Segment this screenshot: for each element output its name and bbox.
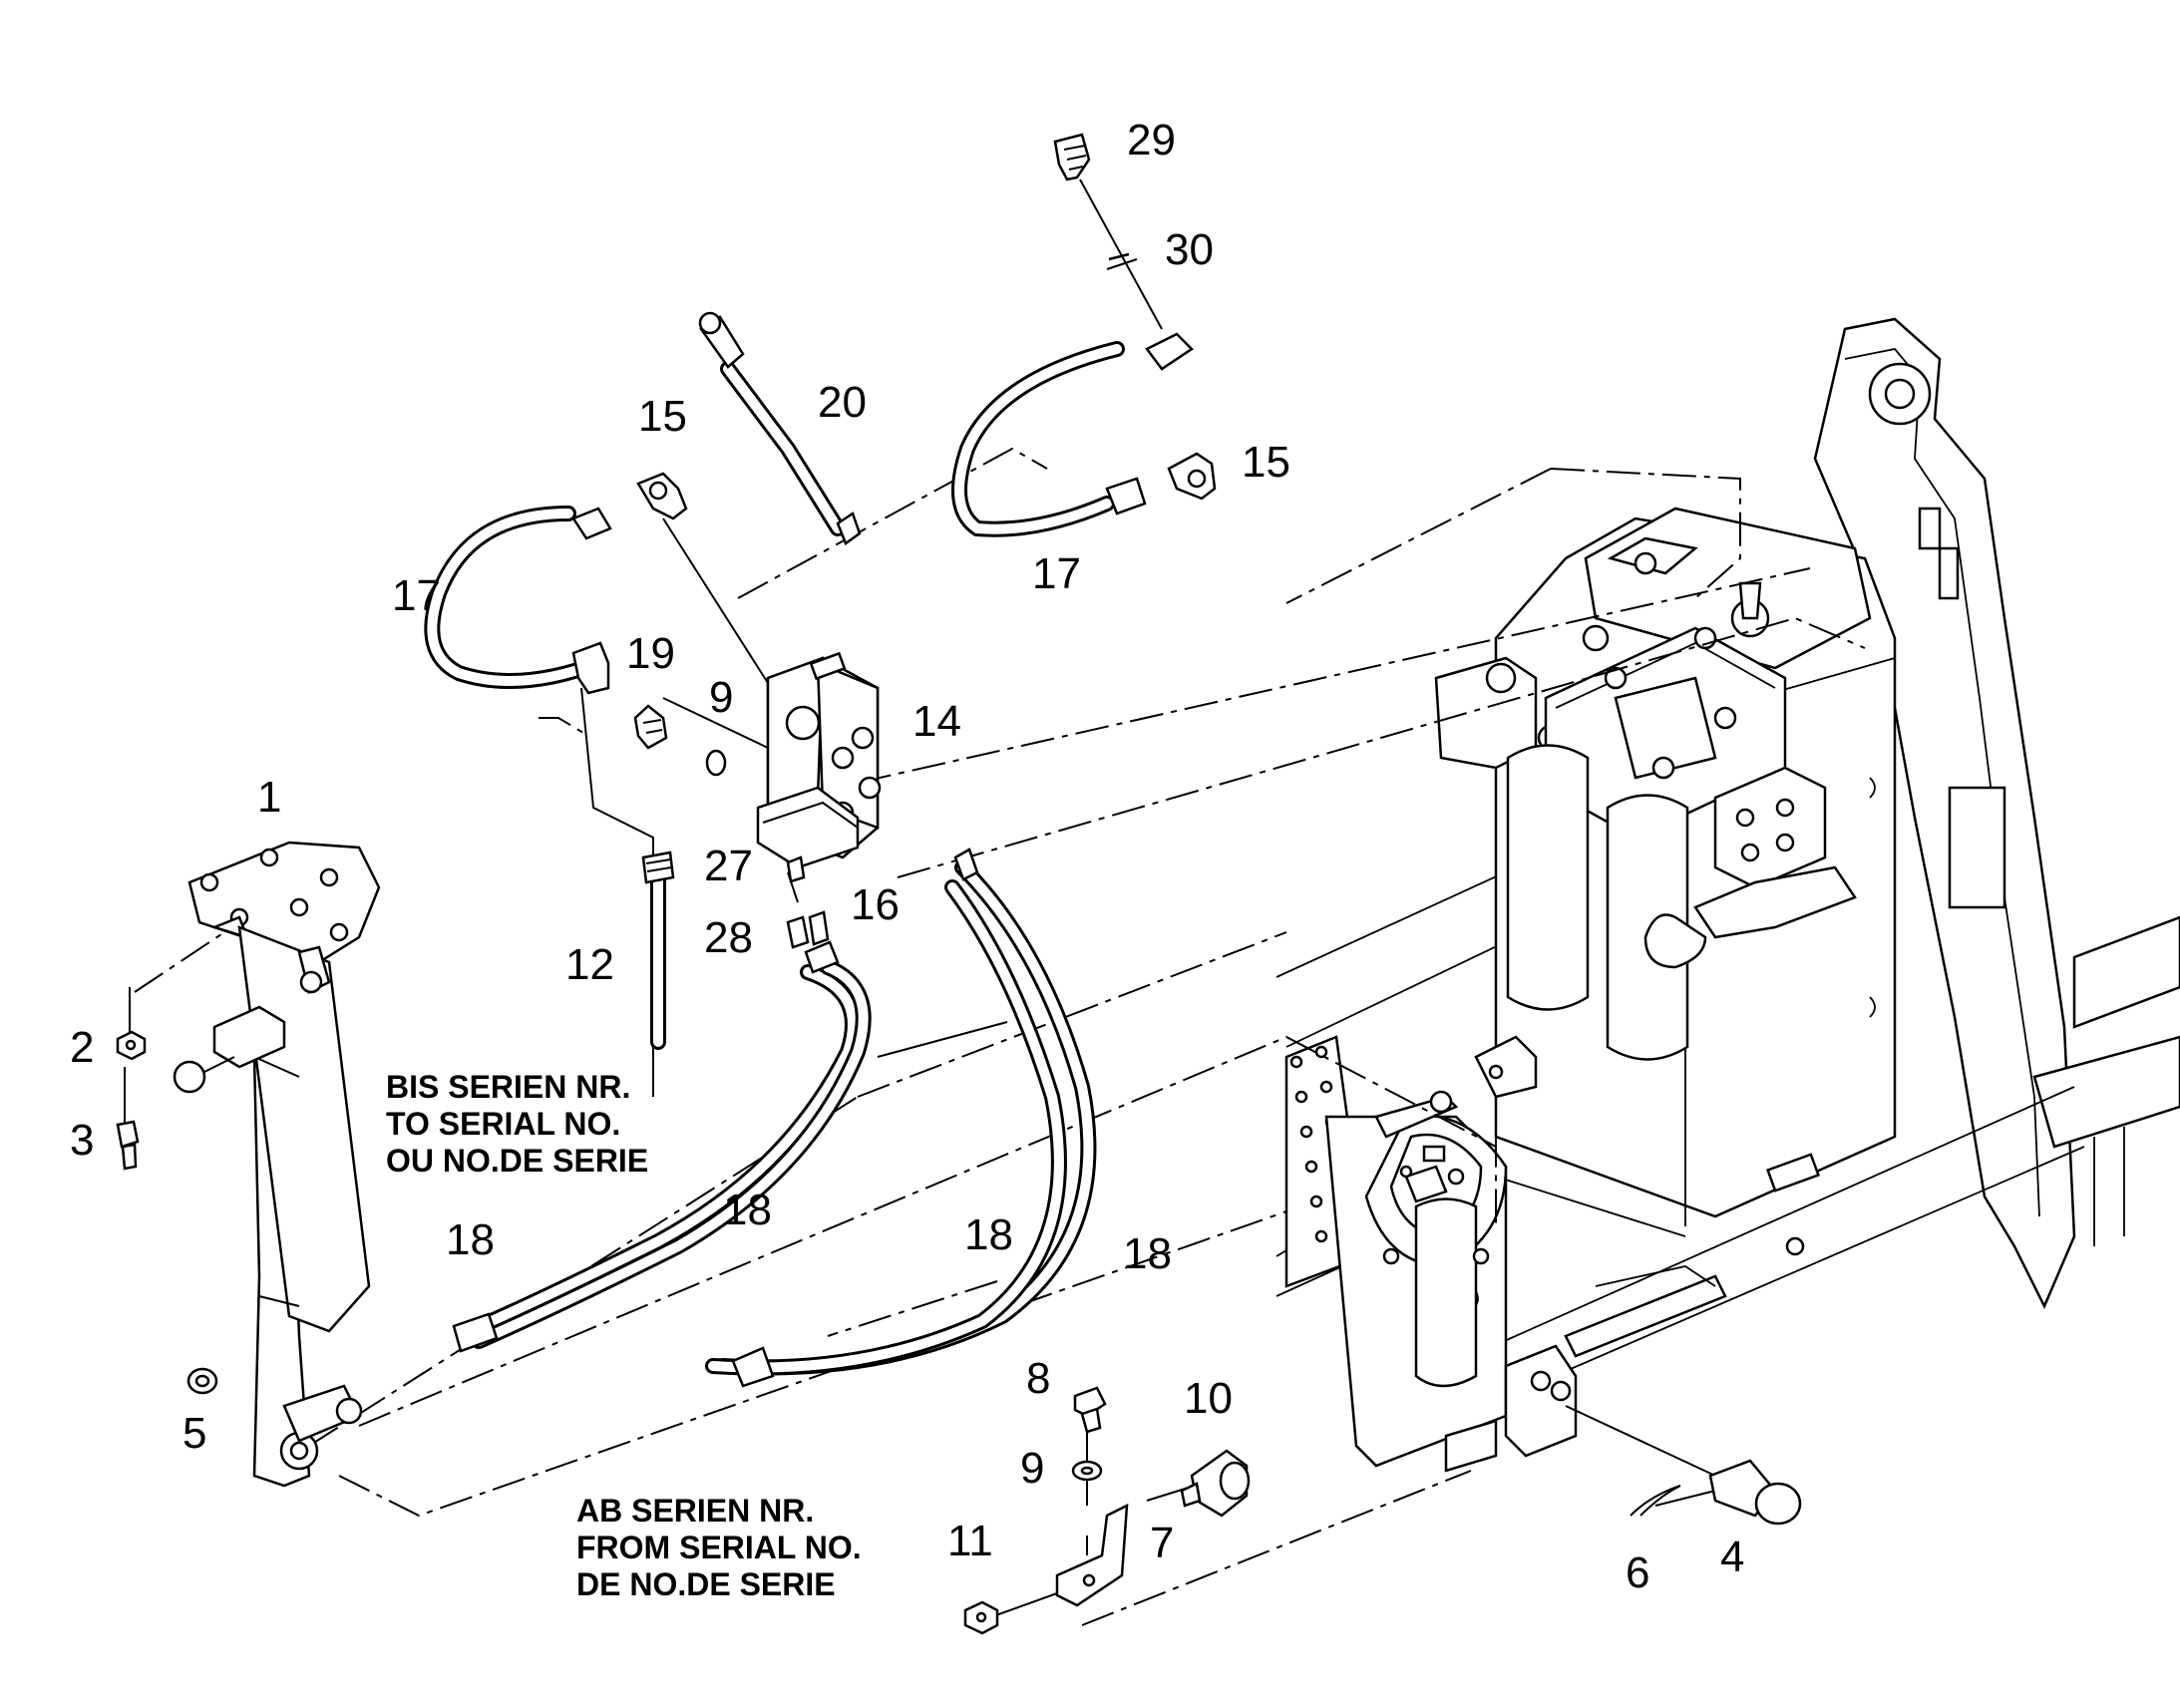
callout-1: 1 [257, 773, 281, 822]
note-to-serial-fr: OU NO.DE SERIE [386, 1143, 648, 1179]
callout-14: 14 [912, 697, 961, 746]
callout-18-c: 18 [964, 1210, 1013, 1259]
callout-17-left: 17 [392, 571, 441, 620]
note-from-serial-de: AB SERIEN NR. [576, 1493, 814, 1529]
callout-9-lower: 9 [1020, 1444, 1044, 1493]
callout-18-a: 18 [723, 1186, 772, 1234]
note-to-serial-de: BIS SERIEN NR. [386, 1069, 630, 1105]
callout-30: 30 [1165, 225, 1214, 274]
callout-15-left: 15 [638, 392, 687, 441]
callout-2: 2 [70, 1023, 94, 1072]
callout-labels: 29 30 20 15 15 17 17 19 9 14 1 27 16 28 … [70, 116, 1744, 1597]
parts [116, 133, 1802, 1635]
callout-20: 20 [818, 378, 867, 427]
callout-3: 3 [70, 1116, 94, 1165]
callout-9-upper: 9 [709, 673, 733, 722]
serial-note-to: BIS SERIEN NR. TO SERIAL NO. OU NO.DE SE… [386, 1069, 648, 1179]
callout-28: 28 [704, 913, 753, 962]
callout-11: 11 [947, 1517, 993, 1565]
callout-19: 19 [626, 629, 675, 678]
callout-7: 7 [1150, 1519, 1174, 1567]
callout-16: 16 [851, 880, 900, 929]
callout-18-d: 18 [1123, 1229, 1172, 1278]
note-from-serial-fr: DE NO.DE SERIE [576, 1566, 836, 1602]
callout-8: 8 [1026, 1354, 1050, 1403]
callout-18-b: 18 [446, 1215, 495, 1264]
note-from-serial-en: FROM SERIAL NO. [576, 1530, 862, 1565]
leader-lines [124, 178, 1716, 1621]
note-to-serial-en: TO SERIAL NO. [386, 1106, 620, 1142]
callout-15-right: 15 [1242, 438, 1290, 487]
callout-10: 10 [1184, 1374, 1233, 1423]
callout-17-right: 17 [1032, 549, 1081, 598]
callout-29: 29 [1127, 116, 1176, 165]
hoses [424, 341, 1125, 1376]
machine-assembly [1275, 317, 2180, 1473]
callout-27: 27 [704, 842, 753, 890]
serial-note-from: AB SERIEN NR. FROM SERIAL NO. DE NO.DE S… [576, 1493, 862, 1602]
callout-12: 12 [565, 940, 614, 989]
callout-4: 4 [1720, 1533, 1744, 1581]
callout-5: 5 [182, 1409, 206, 1458]
callout-6: 6 [1626, 1548, 1649, 1597]
